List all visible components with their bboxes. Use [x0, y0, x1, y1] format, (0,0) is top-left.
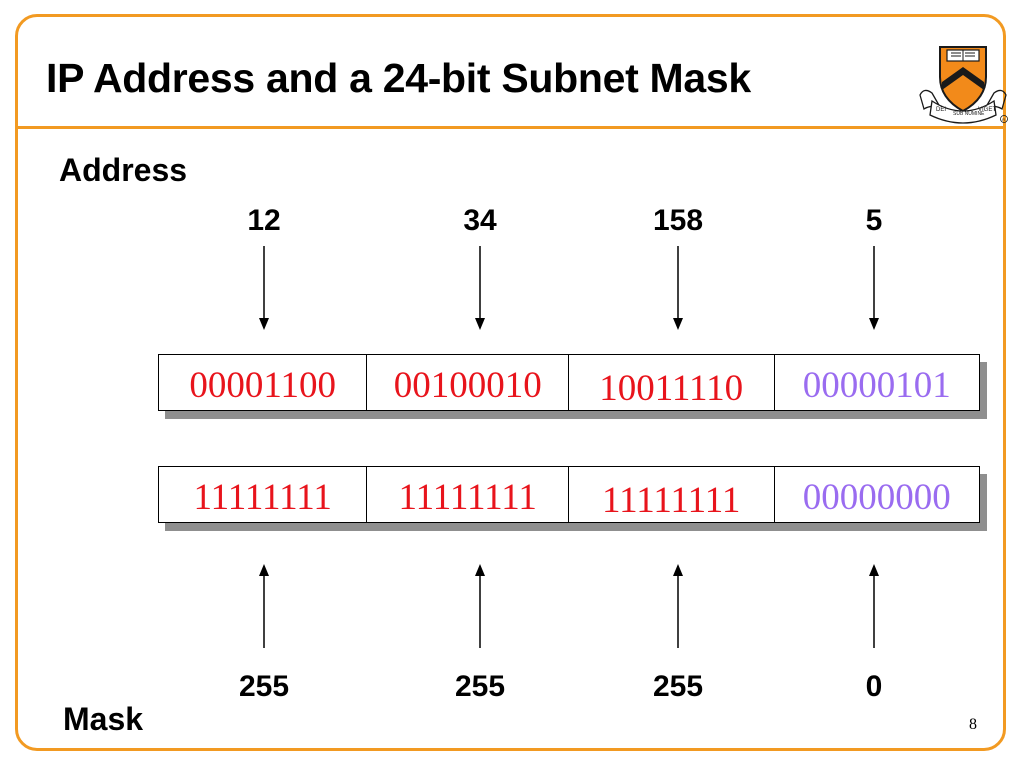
down-arrow-icon	[673, 246, 683, 330]
slide-title: IP Address and a 24-bit Subnet Mask	[46, 55, 751, 101]
mask-octet-2-binary: 11111111	[398, 477, 537, 518]
mask-octet-1-binary: 11111111	[193, 477, 332, 518]
address-octet-1-decimal: 12	[247, 204, 281, 237]
svg-text:VIGET: VIGET	[978, 107, 996, 113]
mask-octet-3-decimal: 255	[652, 670, 704, 703]
address-binary-row: 00001100 00100010 10011110 00000101	[158, 354, 987, 419]
mask-octet-4-binary: 00000000	[802, 477, 951, 518]
princeton-shield-icon: DEI SUB NUMINE VIGET R	[919, 46, 1008, 124]
mask-octet-4-cell: 00000000	[775, 467, 980, 522]
up-arrow-icon	[869, 564, 879, 648]
up-arrow-icon	[475, 564, 485, 648]
svg-text:DEI: DEI	[936, 107, 946, 113]
up-arrow-icon	[673, 564, 683, 648]
address-label: Address	[59, 152, 188, 188]
mask-octet-2-cell: 11111111	[367, 467, 569, 522]
svg-text:R: R	[1002, 117, 1005, 122]
up-arrow-icon	[259, 564, 269, 648]
address-octet-1-cell: 00001100	[159, 355, 368, 410]
address-octet-4-binary: 00000101	[802, 365, 951, 406]
mask-octet-3-binary: 11111111	[602, 480, 741, 521]
mask-binary-row: 11111111 11111111 11111111 00000000	[158, 466, 987, 531]
address-octet-1-binary: 00001100	[189, 365, 337, 406]
mask-octet-3-cell: 11111111	[569, 467, 775, 522]
mask-octet-1-decimal: 255	[238, 670, 290, 703]
address-octet-2-cell: 00100010	[367, 355, 569, 410]
mask-octet-1-cell: 11111111	[159, 467, 368, 522]
slide-frame	[15, 14, 1006, 751]
title-divider	[15, 126, 1006, 129]
mask-octet-4-decimal: 0	[865, 670, 883, 703]
down-arrow-icon	[869, 246, 879, 330]
address-octet-4-decimal: 5	[865, 204, 883, 237]
address-octet-3-decimal: 158	[652, 204, 704, 237]
mask-label: Mask	[63, 701, 144, 737]
mask-row-box: 11111111 11111111 11111111 00000000	[158, 466, 980, 523]
mask-octet-2-decimal: 255	[454, 670, 506, 703]
address-octet-4-cell: 00000101	[775, 355, 980, 410]
address-octet-2-binary: 00100010	[393, 365, 542, 406]
address-octet-3-cell: 10011110	[569, 355, 775, 410]
address-octet-3-binary: 10011110	[599, 368, 744, 409]
down-arrow-icon	[475, 246, 485, 330]
down-arrow-icon	[259, 246, 269, 330]
address-octet-2-decimal: 34	[463, 204, 497, 237]
address-row-box: 00001100 00100010 10011110 00000101	[158, 354, 980, 411]
svg-text:SUB NUMINE: SUB NUMINE	[953, 111, 985, 117]
slide-number: 8	[969, 716, 977, 733]
